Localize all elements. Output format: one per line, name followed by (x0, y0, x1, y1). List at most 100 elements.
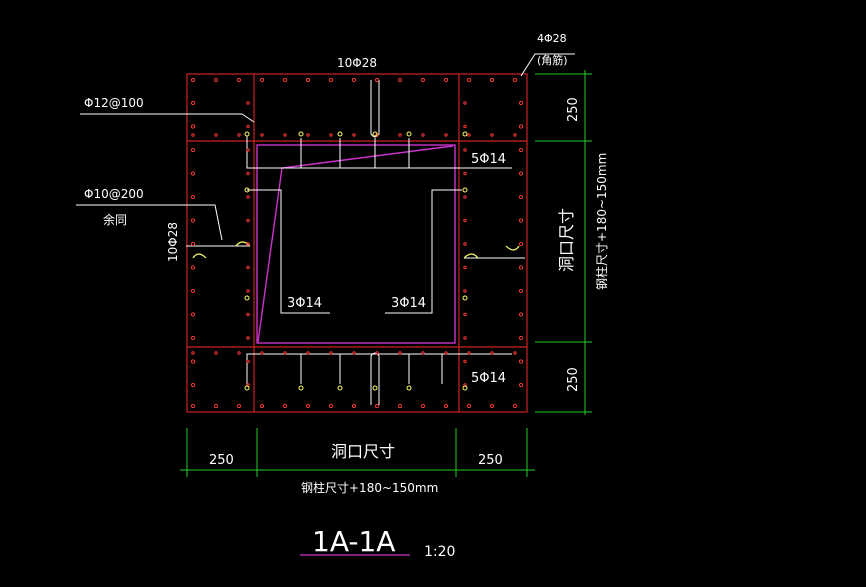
rebar-dot (190, 147, 196, 153)
rebar-dot (190, 171, 196, 176)
rebar-dot (246, 242, 250, 246)
rebar-dot (246, 195, 250, 199)
bar-dot (372, 385, 378, 391)
rebar-dot (190, 359, 196, 364)
rebar-dot (420, 403, 426, 409)
rebar-dot (463, 218, 467, 223)
left-outer-hook (192, 253, 207, 259)
bottom-overall-dim-label: 钢柱尺寸+180~150mm (301, 480, 438, 495)
rebar-dot (328, 77, 334, 83)
rebar-dot (283, 351, 287, 355)
rebar-dot (259, 403, 265, 409)
rebar-dot (236, 77, 242, 83)
left-inner-bars-label: 3Φ14 (287, 296, 322, 311)
rebar-dot (282, 403, 288, 409)
rebar-dot (305, 403, 311, 409)
bar-dot (462, 295, 468, 301)
inner-rebar (186, 80, 525, 405)
rebar-dot (191, 351, 195, 355)
rebar-dot (191, 133, 195, 137)
corner-bar-leader (520, 53, 575, 77)
stirrup-leader (80, 113, 255, 123)
right-inner-bar (385, 189, 462, 314)
bottom-inner-bars-label: 5Φ14 (471, 371, 506, 386)
top-inner-bar (246, 136, 512, 169)
rebar-dot (467, 133, 471, 137)
right-top-dim-label: 250 (566, 97, 581, 122)
rebar-dot (190, 218, 196, 223)
rebar-dot (421, 351, 425, 355)
rebar-dot (190, 312, 196, 317)
rebar-dot (236, 403, 242, 409)
rebar-dot (246, 265, 250, 270)
rebar-dot (398, 351, 402, 355)
rebar-dot (463, 171, 467, 176)
bar-dot (298, 385, 304, 391)
rebar-dot (190, 288, 196, 294)
right-bottom-dim-label: 250 (566, 367, 581, 392)
rebar-dot (444, 351, 448, 355)
rebar-dot (518, 265, 524, 270)
rebar-dot (190, 382, 196, 388)
rebar-dot (518, 124, 524, 129)
rebar-dot (260, 133, 264, 137)
rebar-dot (398, 133, 402, 137)
rebar-dot (518, 335, 524, 341)
rebar-dot (213, 77, 219, 83)
rebar-dot (518, 218, 524, 223)
rebar-dot (463, 124, 467, 129)
dimension-lines (180, 70, 592, 477)
rebar-dot (213, 403, 219, 409)
rebar-dot (214, 351, 218, 355)
rebar-dot (306, 351, 310, 355)
rebar-dot (518, 288, 524, 294)
tie-hooks (192, 241, 520, 259)
rebar-dot (463, 242, 467, 246)
left-inner-bar (247, 189, 330, 314)
rebar-dot (190, 241, 196, 247)
bar-dot (337, 385, 343, 391)
right-opening-dim-label: 洞口尺寸 (557, 208, 576, 272)
rebar-dot (518, 194, 524, 200)
rebar-dot (512, 403, 518, 409)
rebar-dot (351, 77, 357, 83)
rebar-dot (518, 100, 524, 106)
bar-dot (244, 187, 250, 193)
bar-dot (406, 385, 412, 391)
rebar-dot (397, 77, 403, 83)
rebar-dot (237, 351, 241, 355)
rebar-dot (463, 289, 467, 293)
rebar-dot (237, 133, 241, 137)
rebar-dot (490, 133, 494, 137)
bar-dot (462, 385, 468, 391)
rebar-dot (190, 194, 196, 200)
rebar-dot (467, 351, 471, 355)
rebar-dot (397, 403, 403, 409)
rebar-dot (375, 351, 379, 355)
rebar-dot (463, 101, 467, 105)
leader-lines (76, 53, 575, 241)
bar-dot (406, 131, 412, 137)
rebar-dot (513, 351, 517, 355)
rebar-dot (329, 133, 333, 137)
rebar-dot (490, 351, 494, 355)
rebar-dot (246, 124, 250, 129)
rebar-dot (489, 403, 495, 409)
rebar-dot (518, 171, 524, 176)
rebar-dot (246, 218, 250, 223)
bar-dot (244, 295, 250, 301)
rebar-dot (328, 403, 334, 409)
rebar-dots (190, 77, 524, 409)
rebar-dot (443, 403, 449, 409)
rebar-dot (329, 351, 333, 355)
bar-dot (244, 131, 250, 137)
outer-boundary (186, 73, 528, 413)
corner-bars-label: 4Φ28 (537, 32, 567, 45)
rebar-dot (246, 171, 250, 176)
rebar-dot (463, 336, 467, 340)
rebar-dot (512, 77, 518, 83)
rebar-dot (259, 77, 265, 83)
rebar-dot (190, 124, 196, 129)
rebar-dot (246, 312, 250, 317)
